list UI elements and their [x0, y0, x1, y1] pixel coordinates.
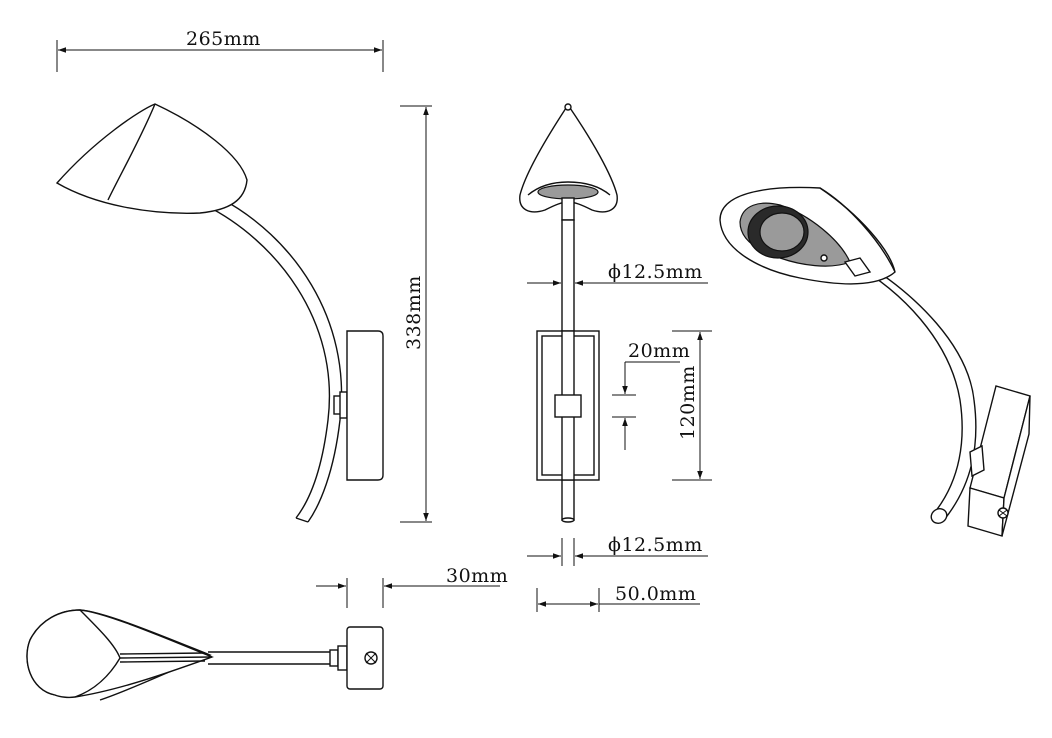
depth-label: 30mm: [446, 565, 508, 587]
plate-height-label: 120mm: [677, 365, 699, 440]
lamp-arm: [204, 197, 343, 523]
shade-perspective: [719, 186, 896, 285]
dimension-plate-width: 50.0mm: [536, 583, 700, 612]
wall-plate-side: [346, 330, 384, 481]
height-label: 338mm: [403, 275, 425, 350]
dimension-diameter-top: ϕ12.5mm: [527, 261, 708, 286]
switch-height-label: 20mm: [628, 340, 690, 362]
width-label: 265mm: [186, 28, 261, 50]
lamp-shade-side: [55, 103, 248, 214]
top-view: [26, 609, 384, 701]
wall-plate-front: [536, 330, 600, 481]
dimension-width: 265mm: [56, 28, 384, 72]
arm-perspective: [854, 264, 977, 524]
wall-plate-perspective: [967, 385, 1031, 537]
dimension-depth: 30mm: [316, 565, 508, 608]
lamp-arm-top: [208, 645, 348, 671]
wall-plate-top: [346, 626, 384, 690]
dimension-plate-height: 120mm: [672, 330, 712, 481]
diameter-bottom-label: ϕ12.5mm: [608, 534, 703, 556]
diameter-top-label: ϕ12.5mm: [608, 261, 703, 283]
plate-width-label: 50.0mm: [615, 583, 696, 605]
lamp-shade-front: [519, 103, 618, 213]
dimension-height: 338mm: [400, 105, 432, 523]
dimension-switch: 20mm: [612, 340, 690, 450]
switch-knob-side: [333, 391, 348, 419]
side-view: 265mm 338mm: [55, 28, 508, 608]
front-view: ϕ12.5mm 20mm 120mm ϕ12.5mm: [519, 103, 712, 612]
perspective-view: [719, 186, 1031, 537]
dimension-diameter-bottom: ϕ12.5mm: [527, 534, 708, 566]
